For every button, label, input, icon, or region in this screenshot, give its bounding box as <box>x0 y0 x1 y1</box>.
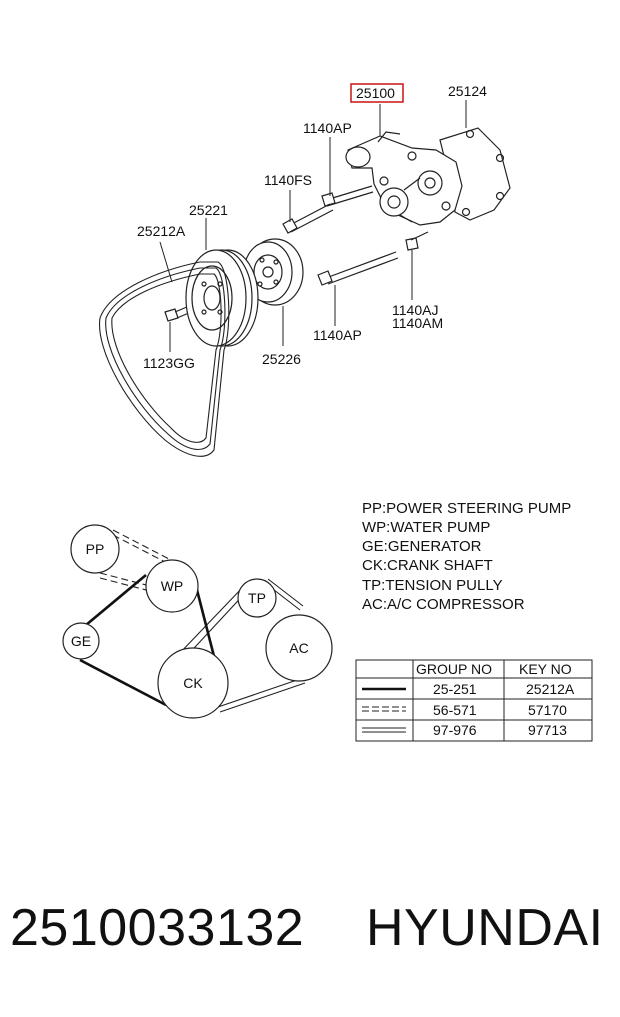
legend-item-tp: TP:TENSION PULLY <box>362 577 503 594</box>
table-header-group-no: GROUP NO <box>416 661 492 677</box>
parts-diagram: 25100 25124 1140AP 1140FS 25221 25212A 1… <box>62 83 593 742</box>
belt-pp-wp-dashed <box>99 529 172 592</box>
legend-item-ac: AC:A/C COMPRESSOR <box>362 596 525 613</box>
belt-routing-schematic: PP WP GE CK TP AC <box>62 524 333 719</box>
table-cell-key-no: 97713 <box>528 722 567 738</box>
part-label-1140FS[interactable]: 1140FS <box>264 172 312 188</box>
node-wp[interactable] <box>145 559 199 613</box>
highlight-box <box>350 83 404 103</box>
part-label-1140AJ[interactable]: 1140AJ <box>392 302 438 318</box>
node-ck-label: CK <box>183 675 203 691</box>
legend-item-wp: WP:WATER PUMP <box>362 519 490 536</box>
node-ac[interactable] <box>265 614 333 682</box>
part-label-25221[interactable]: 25221 <box>189 202 228 218</box>
part-label-25226[interactable]: 25226 <box>262 351 301 367</box>
part-label-25212A[interactable]: 25212A <box>137 223 186 239</box>
bolts-drawing <box>164 185 429 322</box>
group-key-table: GROUP NO KEY NO 25-251 25212A 56-571 571… <box>355 659 593 742</box>
water-pump-drawing <box>345 127 511 226</box>
abbreviation-legend: PP:POWER STEERING PUMP WP:WATER PUMP GE:… <box>362 500 571 613</box>
legend-item-ge: GE:GENERATOR <box>362 538 482 555</box>
part-label-1123GG[interactable]: 1123GG <box>143 355 195 371</box>
node-ge[interactable] <box>62 622 100 660</box>
footer-caption: 2510033132 HYUNDAI <box>10 898 610 978</box>
footer-brand: HYUNDAI <box>366 899 604 957</box>
table-cell-group-no: 97-976 <box>433 722 477 738</box>
table-cell-group-no: 56-571 <box>433 702 477 718</box>
legend-item-ck: CK:CRANK SHAFT <box>362 557 493 574</box>
footer-part-number: 2510033132 <box>10 899 305 957</box>
node-ck[interactable] <box>157 647 229 719</box>
node-ge-label: GE <box>71 633 91 649</box>
belt-ck-ac-double <box>177 578 306 713</box>
leader-lines <box>159 100 467 352</box>
node-pp-label: PP <box>86 541 105 557</box>
table-header-key-no: KEY NO <box>519 661 572 677</box>
part-label-1140AP-bottom[interactable]: 1140AP <box>313 327 362 343</box>
part-label-1140AM[interactable]: 1140AM <box>392 315 443 331</box>
legend-item-pp: PP:POWER STEERING PUMP <box>362 500 571 517</box>
line-style-double-swatch <box>362 727 406 733</box>
table-cell-group-no: 25-251 <box>433 681 477 697</box>
node-wp-label: WP <box>161 578 184 594</box>
node-pp[interactable] <box>70 524 120 574</box>
table-cell-key-no: 57170 <box>528 702 567 718</box>
node-tp[interactable] <box>237 578 277 618</box>
part-label-25100[interactable]: 25100 <box>356 85 395 101</box>
part-label-1140AP-top[interactable]: 1140AP <box>303 120 352 136</box>
pulley-25226-drawing <box>243 238 304 306</box>
node-tp-label: TP <box>248 590 266 606</box>
node-ac-label: AC <box>289 640 308 656</box>
pulley-25221-drawing <box>185 249 259 347</box>
belt-25212A-drawing <box>98 261 230 457</box>
line-style-dashed-double-swatch <box>362 706 406 712</box>
part-label-25124[interactable]: 25124 <box>448 83 487 99</box>
table-cell-key-no: 25212A <box>526 681 575 697</box>
